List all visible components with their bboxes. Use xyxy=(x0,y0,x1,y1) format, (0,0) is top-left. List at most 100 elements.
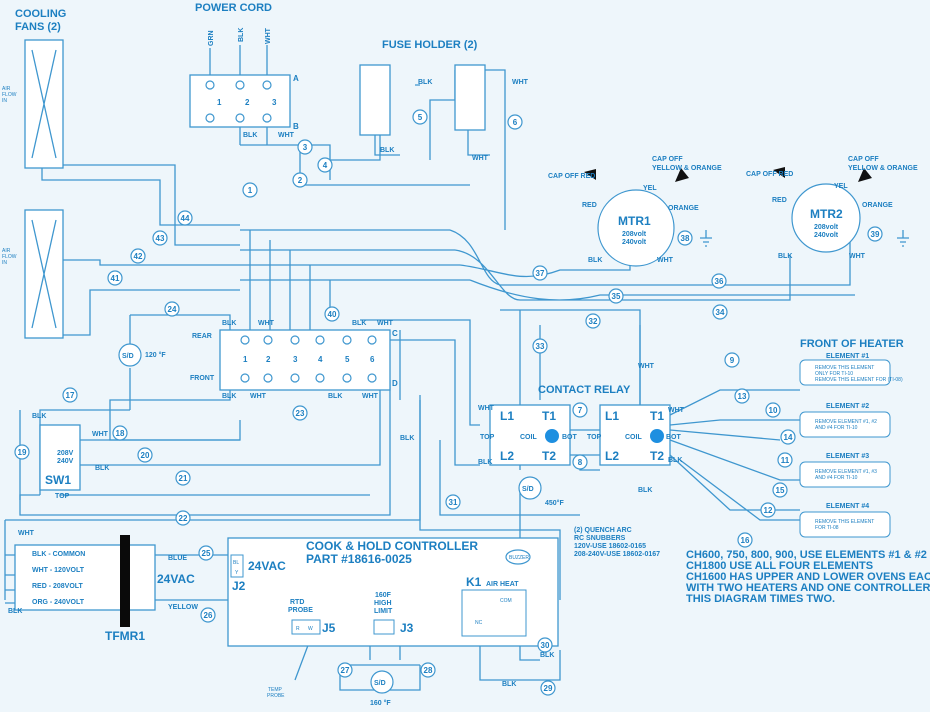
relay2-top: TOP xyxy=(587,434,602,441)
note-line-2: CH1800 USE ALL FOUR ELEMENTS xyxy=(686,560,873,572)
wire-wht-label: WHT xyxy=(265,27,272,44)
block-top-blk: BLK xyxy=(222,320,236,327)
relay2-t1: T1 xyxy=(650,409,664,423)
ground-icons xyxy=(700,230,909,247)
wire-number-bubble xyxy=(734,388,750,404)
wire-number-bubble xyxy=(242,182,258,198)
controller-part-number: PART #18616-0025 xyxy=(306,552,412,566)
terminal-rear-label: REAR xyxy=(192,333,212,340)
element-3-note-2: AND #4 FOR TI-10 xyxy=(815,475,858,481)
wire-number-label: 33 xyxy=(536,342,545,351)
k1-com: COM xyxy=(500,598,512,604)
element-2-title: ELEMENT #2 xyxy=(826,403,869,410)
wire-number-label: 16 xyxy=(741,536,750,545)
thermostat-450 xyxy=(518,476,542,500)
relay2-coil: COIL xyxy=(625,434,642,441)
wire-number-label: 36 xyxy=(715,277,724,286)
j3-160f: 160F xyxy=(375,592,392,599)
relay1-t2: T2 xyxy=(542,449,556,463)
switch-blk: BLK xyxy=(32,413,46,420)
wire-number-label: 21 xyxy=(179,474,188,483)
wire-number-bubble xyxy=(130,248,146,264)
k1-label: K1 xyxy=(466,575,482,589)
wire-number-bubble xyxy=(777,452,793,468)
element-4-title: ELEMENT #4 xyxy=(826,503,869,510)
wire-number-label: 29 xyxy=(544,684,553,693)
wire-number-label: 6 xyxy=(513,118,518,127)
k1-nc: NC xyxy=(475,620,483,626)
wire-number-bubble xyxy=(112,425,128,441)
relay1-top: TOP xyxy=(480,434,495,441)
block-top-wht-2: WHT xyxy=(377,320,394,327)
motor-2-wht: WHT xyxy=(849,253,866,260)
j3-limit: LIMIT xyxy=(374,608,393,615)
element-4-note-1: REMOVE THIS ELEMENT xyxy=(815,519,874,525)
airflow-1-b: FLOW xyxy=(2,92,17,98)
motor-2-red: RED xyxy=(772,197,787,204)
block-terminal-4: 4 xyxy=(318,355,323,364)
note-line-5: THIS DIAGRAM TIMES TWO. xyxy=(686,593,835,605)
relay-2-coil-dot xyxy=(650,429,664,443)
cap-off-red-2-icon xyxy=(773,167,785,178)
fuse2-wht-2: WHT xyxy=(472,155,489,162)
terminal-d-label: D xyxy=(392,379,398,388)
wire-number-bubble xyxy=(107,270,123,286)
cord-wht-label: WHT xyxy=(278,132,295,139)
cooling-fan-2 xyxy=(24,209,64,339)
thermostat-120 xyxy=(118,343,142,367)
relay1-coil: COIL xyxy=(520,434,537,441)
transformer-name: TFMR1 xyxy=(105,629,145,643)
wire-number-label: 4 xyxy=(323,161,328,170)
airflow-1-c: IN xyxy=(2,98,7,104)
cap-off-red-1-icon xyxy=(584,169,596,180)
motor-2-name: MTR2 xyxy=(810,207,843,221)
wire-number-label: 30 xyxy=(541,641,550,650)
block-bottom-blk-2: BLK xyxy=(328,393,342,400)
relay2-l1: L1 xyxy=(605,409,619,423)
thermostat-160 xyxy=(370,670,394,694)
motor-1-orange: ORANGE xyxy=(668,205,699,212)
wire-number-label: 23 xyxy=(296,409,305,418)
element-3 xyxy=(799,461,891,488)
cord-terminal-a: A xyxy=(293,74,299,83)
snubber-note-3: 120V-USE 18602-0165 xyxy=(574,543,646,550)
wire-number-label: 13 xyxy=(738,392,747,401)
element-4 xyxy=(799,511,891,538)
element-2-note-1: REMOVE ELEMENT #1, #2 xyxy=(815,419,877,425)
relay-out-blk: BLK xyxy=(668,457,682,464)
wire-number-label: 14 xyxy=(784,433,793,442)
power-cord-title: POWER CORD xyxy=(195,2,272,14)
relay-1-coil-dot xyxy=(545,429,559,443)
sd-160-label: S/D xyxy=(374,680,386,687)
wire-grn-label: GRN xyxy=(208,30,215,46)
wire-number-bubble xyxy=(532,338,548,354)
element-3-note-1: REMOVE ELEMENT #1, #3 xyxy=(815,469,877,475)
cap-off-yo-1-icon xyxy=(675,168,689,182)
j2-label: J2 xyxy=(232,579,246,593)
j3-label: J3 xyxy=(400,621,414,635)
j5-label: J5 xyxy=(322,621,336,635)
j2-24vac: 24VAC xyxy=(248,559,286,573)
contact-relay-title: CONTACT RELAY xyxy=(538,384,631,396)
motor-2-blk: BLK xyxy=(778,253,792,260)
sd-450-temp: 450°F xyxy=(545,499,564,507)
element-2 xyxy=(799,411,891,438)
sd-160-temp: 160 °F xyxy=(370,699,391,707)
relay2-l2: L2 xyxy=(605,449,619,463)
wire-blk-label: BLK xyxy=(238,28,245,42)
fuse1-blk: BLK xyxy=(418,79,432,86)
wire-number-label: 34 xyxy=(716,308,725,317)
k1-air-heat: AIR HEAT xyxy=(486,581,519,588)
transformer-yellow: YELLOW xyxy=(168,604,198,611)
fuse2-wht: WHT xyxy=(512,79,529,86)
wire-number-bubble xyxy=(137,447,153,463)
j2-pin-bl: BL xyxy=(233,560,239,566)
wire-number-label: 37 xyxy=(536,269,545,278)
wire-number-label: 5 xyxy=(418,113,423,122)
wire-number-bubble xyxy=(711,273,727,289)
wire-number-label: 32 xyxy=(589,317,598,326)
motor-1-yel: YEL xyxy=(643,185,657,192)
wire-number-bubble xyxy=(198,545,214,561)
motor-1-v1: 208volt xyxy=(622,231,647,238)
